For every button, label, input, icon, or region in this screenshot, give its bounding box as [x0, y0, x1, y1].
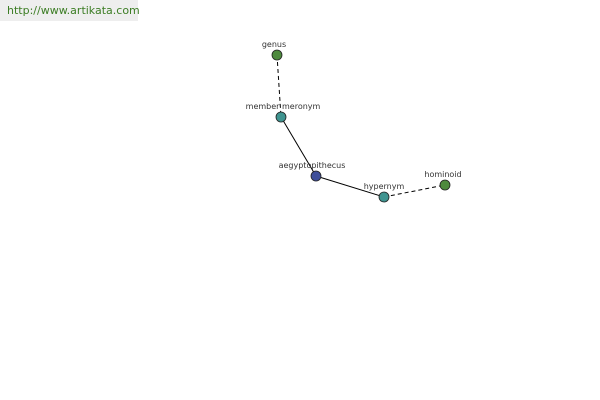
edge-aegyptopithecus-hypernym	[315, 175, 385, 198]
url-link[interactable]: http://www.artikata.com	[7, 4, 140, 17]
edge-genus-member_meronym	[276, 54, 282, 118]
edge-member_meronym-aegyptopithecus	[280, 116, 317, 177]
node-label-member-meronym: member meronym	[246, 102, 321, 111]
nodes-layer	[271, 49, 451, 203]
url-banner: http://www.artikata.com	[0, 0, 140, 21]
node-label-hypernym: hypernym	[364, 182, 405, 191]
edges-layer	[276, 54, 446, 198]
node-member-meronym[interactable]	[275, 111, 287, 123]
node-label-genus: genus	[262, 40, 286, 49]
edge-hypernym-hominoid	[383, 184, 446, 198]
node-genus[interactable]	[271, 49, 283, 61]
labels-layer: genus member meronym aegyptopithecus hypern…	[246, 40, 462, 191]
node-hominoid[interactable]	[439, 179, 451, 191]
node-aegyptopithecus[interactable]	[310, 170, 322, 182]
node-hypernym[interactable]	[378, 191, 390, 203]
node-label-aegyptopithecus: aegyptopithecus	[279, 161, 346, 170]
node-label-hominoid: hominoid	[424, 170, 461, 179]
